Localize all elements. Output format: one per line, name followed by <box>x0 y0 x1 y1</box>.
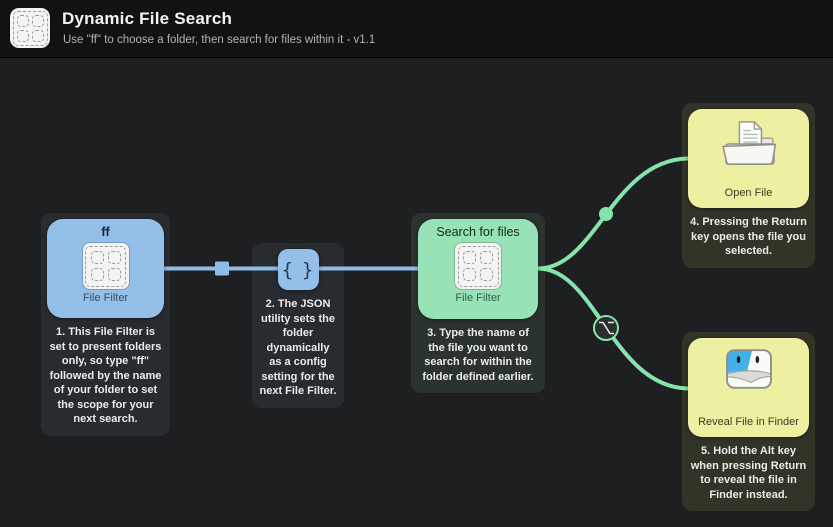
node-caption: 2. The JSON utility sets the folder dyna… <box>259 298 337 398</box>
group-file-filter-2: Search for files File Filter 3. Type the… <box>411 213 545 394</box>
node-title: Open File <box>724 187 773 199</box>
node-reveal-file[interactable]: Reveal File in Finder <box>688 338 809 437</box>
node-caption: 1. This File Filter is set to present fo… <box>49 326 162 426</box>
file-filter-icon <box>455 243 501 289</box>
group-reveal-file: Reveal File in Finder 5. Hold the Alt ke… <box>682 332 815 512</box>
open-folder-icon <box>721 121 776 165</box>
node-open-file[interactable]: Open File <box>688 109 809 208</box>
group-file-filter-1: ff File Filter 1. This File Filter is se… <box>41 213 170 436</box>
file-filter-icon <box>82 243 129 289</box>
node-caption: 5. Hold the Alt key when pressing Return… <box>690 445 807 501</box>
json-braces-icon: { } <box>281 258 315 281</box>
node-title: Reveal File in Finder <box>698 416 799 428</box>
node-json-config[interactable]: { } <box>277 249 319 290</box>
node-title: ff <box>101 225 110 239</box>
group-open-file: Open File 4. Pressing the Return key ope… <box>682 103 815 268</box>
node-file-filter-2[interactable]: Search for files File Filter <box>418 219 538 319</box>
node-type-label: File Filter <box>82 292 129 304</box>
node-caption: 3. Type the name of the file you want to… <box>422 327 534 383</box>
workflow-header: Dynamic File Search Use "ff" to choose a… <box>0 0 833 58</box>
file-filter-icon <box>10 8 50 48</box>
node-title: Search for files <box>436 225 520 239</box>
node-caption: 4. Pressing the Return key opens the fil… <box>690 216 807 258</box>
finder-icon <box>725 349 772 389</box>
group-json-config: { } 2. The JSON utility sets the folder … <box>252 243 344 408</box>
workflow-title: Dynamic File Search <box>62 9 233 28</box>
node-type-label: File Filter <box>455 292 501 304</box>
node-file-filter-1[interactable]: ff File Filter <box>47 219 164 318</box>
workflow-subtitle: Use "ff" to choose a folder, then search… <box>63 34 376 46</box>
